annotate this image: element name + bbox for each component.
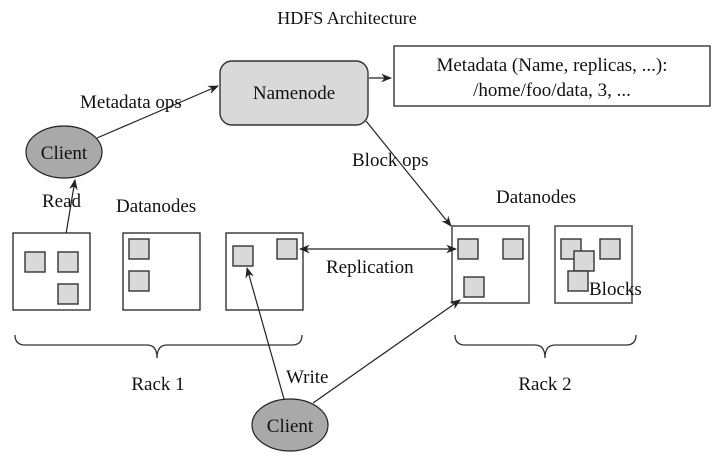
namenode: Namenode <box>219 60 369 126</box>
block-ops-label: Block ops <box>352 150 429 171</box>
diagram-title: HDFS Architecture <box>277 8 416 28</box>
client-write-label: Client <box>267 416 314 437</box>
block <box>599 238 621 260</box>
read-arrow <box>64 178 78 241</box>
client-read-label: Client <box>41 143 88 164</box>
client-write: Client <box>251 398 329 452</box>
client-read: Client <box>25 125 103 179</box>
read-label: Read <box>42 191 82 212</box>
rack1-datanode-1 <box>12 232 91 311</box>
namenode-label: Namenode <box>253 83 335 104</box>
write-arrow-rack1 <box>245 266 285 400</box>
rack1-datanodes-label: Datanodes <box>116 196 196 217</box>
rack2-label: Rack 2 <box>518 374 571 395</box>
block <box>128 238 150 260</box>
metadata-rect <box>393 45 711 107</box>
rack2-datanode-2 <box>554 225 633 304</box>
block <box>463 276 485 298</box>
block <box>57 251 79 273</box>
rack1-datanode-3 <box>225 232 304 311</box>
block <box>276 238 298 260</box>
block <box>457 238 479 260</box>
write-label: Write <box>286 367 329 388</box>
blocks-label: Blocks <box>589 279 642 300</box>
rack2-brace <box>454 334 637 359</box>
block <box>567 270 589 292</box>
metadata-line-1: Metadata (Name, replicas, ...): <box>436 55 667 76</box>
metadata-line-2: /home/foo/data, 3, ... <box>473 80 631 101</box>
rack2-datanode-1 <box>451 225 530 304</box>
rack1-brace <box>14 334 303 359</box>
block <box>57 283 79 305</box>
namenode-box <box>219 60 369 126</box>
rack2-datanodes-label: Datanodes <box>496 187 576 208</box>
client-read-ellipse <box>25 125 103 179</box>
metadata-ops-label: Metadata ops <box>80 92 182 113</box>
metadata-box: Metadata (Name, replicas, ...): /home/fo… <box>393 45 711 107</box>
block-ops-arrow <box>365 120 452 227</box>
write-arrow-rack2 <box>312 299 461 404</box>
block <box>24 251 46 273</box>
client-write-ellipse <box>251 398 329 452</box>
metadata-ops-arrow <box>96 85 219 139</box>
block <box>232 245 254 267</box>
rack1-label: Rack 1 <box>131 374 184 395</box>
block <box>502 238 524 260</box>
block <box>128 270 150 292</box>
rack1-datanode-2 <box>122 232 201 311</box>
block <box>573 250 595 272</box>
replication-label: Replication <box>326 257 414 278</box>
